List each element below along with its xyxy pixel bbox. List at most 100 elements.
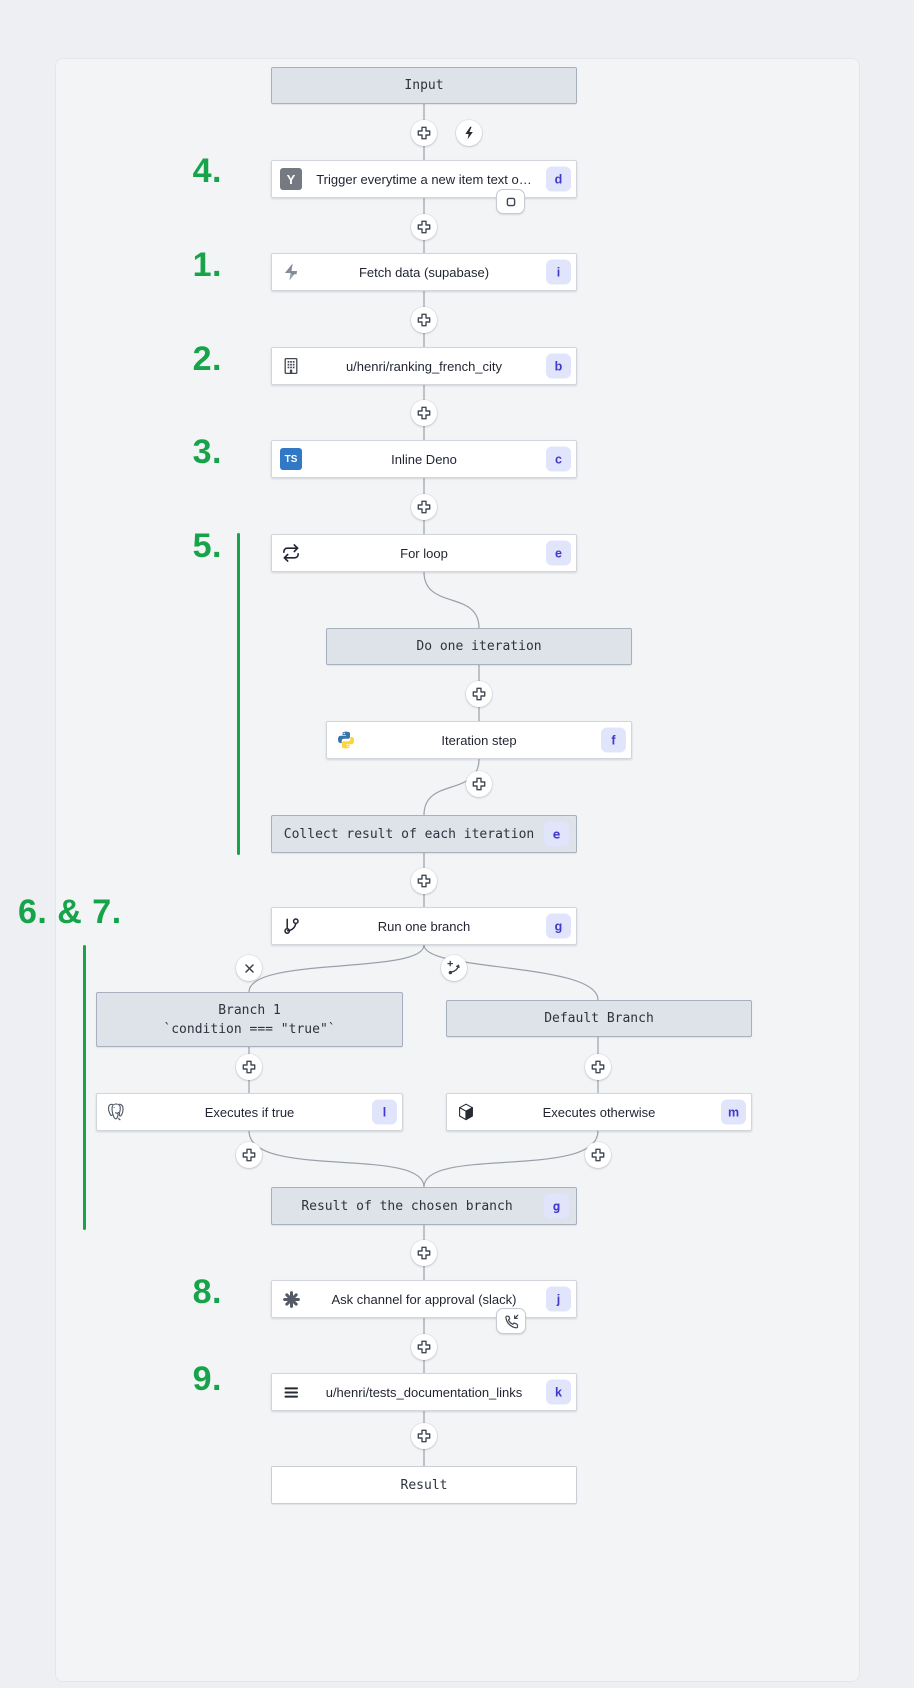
annotation-8: 8. bbox=[192, 1273, 222, 1311]
branch-1-title: Branch 1 bbox=[218, 1002, 281, 1018]
early-stop-button[interactable] bbox=[496, 189, 525, 214]
step-slack-approval-badge: j bbox=[546, 1286, 571, 1312]
collect-result-node[interactable]: Collect result of each iteration e bbox=[271, 815, 577, 853]
menu-lines-icon bbox=[280, 1381, 302, 1403]
add-step-button[interactable] bbox=[411, 214, 437, 240]
annotation-1: 1. bbox=[192, 246, 222, 284]
add-branch-button[interactable] bbox=[441, 955, 467, 981]
add-step-button[interactable] bbox=[466, 771, 492, 797]
step-ranking-french-city-label: u/henri/ranking_french_city bbox=[345, 358, 503, 374]
add-step-button[interactable] bbox=[411, 494, 437, 520]
plus-icon bbox=[591, 1148, 605, 1162]
repeat-icon bbox=[280, 542, 302, 564]
plus-icon bbox=[417, 500, 431, 514]
git-branch-icon bbox=[280, 915, 302, 937]
add-step-button[interactable] bbox=[411, 120, 437, 146]
step-trigger[interactable]: Y Trigger everytime a new item text o… d bbox=[271, 160, 577, 198]
step-tests-documentation[interactable]: u/henri/tests_documentation_links k bbox=[271, 1373, 577, 1411]
default-branch-node[interactable]: Default Branch bbox=[446, 1000, 752, 1037]
chosen-branch-result-badge: g bbox=[544, 1193, 569, 1219]
remove-branch-button[interactable] bbox=[236, 955, 262, 981]
plus-icon bbox=[242, 1148, 256, 1162]
step-executes-otherwise-badge: m bbox=[721, 1099, 746, 1125]
branch-1-condition: `condition === "true"` bbox=[163, 1021, 336, 1037]
collect-result-badge: e bbox=[544, 821, 569, 847]
plus-icon bbox=[472, 687, 486, 701]
add-step-button[interactable] bbox=[411, 400, 437, 426]
do-one-iteration-label: Do one iteration bbox=[416, 639, 542, 654]
default-branch-label: Default Branch bbox=[544, 1011, 654, 1026]
collect-result-label: Collect result of each iteration bbox=[283, 826, 535, 842]
step-run-one-branch-label: Run one branch bbox=[377, 918, 471, 934]
plus-icon bbox=[417, 1340, 431, 1354]
typescript-icon: TS bbox=[280, 448, 302, 470]
plus-icon bbox=[242, 1060, 256, 1074]
add-step-button[interactable] bbox=[411, 1240, 437, 1266]
annotation-2: 2. bbox=[192, 340, 222, 378]
lightning-icon bbox=[465, 126, 473, 140]
plus-icon bbox=[417, 406, 431, 420]
stop-square-icon bbox=[506, 197, 515, 206]
branch-1-node[interactable]: Branch 1 `condition === "true"` bbox=[96, 992, 403, 1047]
annotation-5: 5. bbox=[192, 527, 222, 565]
result-node[interactable]: Result bbox=[271, 1466, 577, 1504]
add-step-button[interactable] bbox=[585, 1142, 611, 1168]
plus-icon bbox=[417, 126, 431, 140]
branch-plus-icon bbox=[447, 960, 460, 975]
step-tests-documentation-badge: k bbox=[546, 1379, 571, 1405]
plus-icon bbox=[417, 220, 431, 234]
plus-icon bbox=[472, 777, 486, 791]
annotation-line-5 bbox=[237, 533, 240, 855]
supabase-bolt-icon bbox=[280, 261, 302, 283]
x-icon bbox=[244, 963, 254, 973]
suspend-approval-button[interactable] bbox=[496, 1308, 526, 1334]
add-trigger-button[interactable] bbox=[456, 120, 482, 146]
step-executes-if-true[interactable]: Executes if true l bbox=[96, 1093, 403, 1131]
input-label: Input bbox=[404, 78, 444, 93]
plus-icon bbox=[417, 874, 431, 888]
annotation-4: 4. bbox=[192, 152, 222, 190]
add-step-button[interactable] bbox=[236, 1054, 262, 1080]
add-step-button[interactable] bbox=[585, 1054, 611, 1080]
add-step-button[interactable] bbox=[411, 307, 437, 333]
step-trigger-label: Trigger everytime a new item text o… bbox=[316, 171, 532, 187]
step-fetch-data-label: Fetch data (supabase) bbox=[358, 264, 490, 280]
plus-icon bbox=[591, 1060, 605, 1074]
step-run-one-branch[interactable]: Run one branch g bbox=[271, 907, 577, 945]
step-executes-if-true-badge: l bbox=[372, 1099, 397, 1125]
step-iteration[interactable]: Iteration step f bbox=[326, 721, 632, 759]
result-label: Result bbox=[400, 1477, 448, 1493]
annotation-line-6-7 bbox=[83, 945, 86, 1230]
step-executes-otherwise[interactable]: Executes otherwise m bbox=[446, 1093, 752, 1131]
input-node[interactable]: Input bbox=[271, 67, 577, 104]
postgresql-icon bbox=[105, 1101, 127, 1123]
python-icon bbox=[335, 729, 357, 751]
slack-asterisk-icon bbox=[280, 1288, 302, 1310]
step-executes-otherwise-label: Executes otherwise bbox=[542, 1104, 656, 1120]
step-for-loop-badge: e bbox=[546, 540, 571, 566]
do-one-iteration-node[interactable]: Do one iteration bbox=[326, 628, 632, 665]
plus-icon bbox=[417, 1429, 431, 1443]
step-executes-if-true-label: Executes if true bbox=[204, 1104, 295, 1120]
step-ranking-french-city-badge: b bbox=[546, 353, 571, 379]
step-ranking-french-city[interactable]: u/henri/ranking_french_city b bbox=[271, 347, 577, 385]
add-step-button[interactable] bbox=[411, 868, 437, 894]
step-fetch-data[interactable]: Fetch data (supabase) i bbox=[271, 253, 577, 291]
hn-y-icon: Y bbox=[280, 168, 302, 190]
chosen-branch-result-label: Result of the chosen branch bbox=[301, 1198, 513, 1214]
add-step-button[interactable] bbox=[466, 681, 492, 707]
add-step-button[interactable] bbox=[411, 1423, 437, 1449]
add-step-button[interactable] bbox=[411, 1334, 437, 1360]
step-tests-documentation-label: u/henri/tests_documentation_links bbox=[325, 1384, 523, 1400]
step-for-loop[interactable]: For loop e bbox=[271, 534, 577, 572]
add-step-button[interactable] bbox=[236, 1142, 262, 1168]
step-run-one-branch-badge: g bbox=[546, 913, 571, 939]
step-inline-deno[interactable]: TS Inline Deno c bbox=[271, 440, 577, 478]
step-slack-approval[interactable]: Ask channel for approval (slack) j bbox=[271, 1280, 577, 1318]
step-trigger-badge: d bbox=[546, 166, 571, 192]
step-inline-deno-label: Inline Deno bbox=[391, 451, 457, 467]
plus-icon bbox=[417, 313, 431, 327]
step-inline-deno-badge: c bbox=[546, 446, 571, 472]
chosen-branch-result-node[interactable]: Result of the chosen branch g bbox=[271, 1187, 577, 1225]
phone-incoming-icon bbox=[504, 1314, 518, 1328]
